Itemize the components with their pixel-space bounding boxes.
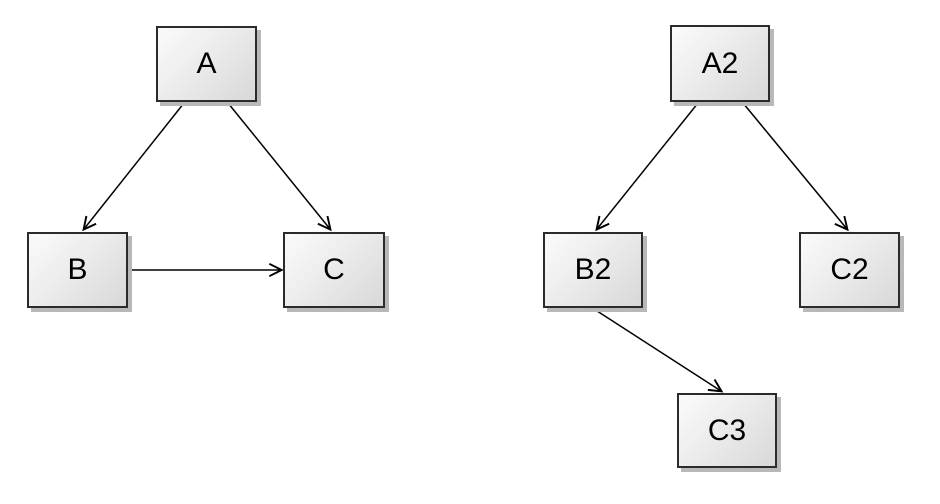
edge-a-to-b <box>84 102 185 229</box>
node-c2-label: C2 <box>830 253 869 286</box>
edge-a2-to-b2 <box>597 102 699 229</box>
node-a2: A2 <box>670 25 770 102</box>
node-c-label: C <box>323 253 345 286</box>
edge-a-to-c <box>227 102 330 229</box>
node-c: C <box>283 232 385 308</box>
node-a2-label: A2 <box>701 46 739 80</box>
node-b: B <box>27 232 128 308</box>
node-a: A <box>156 26 257 102</box>
node-c2: C2 <box>799 232 900 308</box>
node-c3: C3 <box>677 393 777 468</box>
node-c3-label: C3 <box>707 413 747 447</box>
edge-a2-to-c2 <box>742 102 847 229</box>
node-b2: B2 <box>543 232 643 308</box>
edge-b2-to-c3 <box>593 308 721 391</box>
node-b2-label: B2 <box>574 253 612 286</box>
node-a-label: A <box>196 47 217 80</box>
node-b-label: B <box>67 253 88 286</box>
